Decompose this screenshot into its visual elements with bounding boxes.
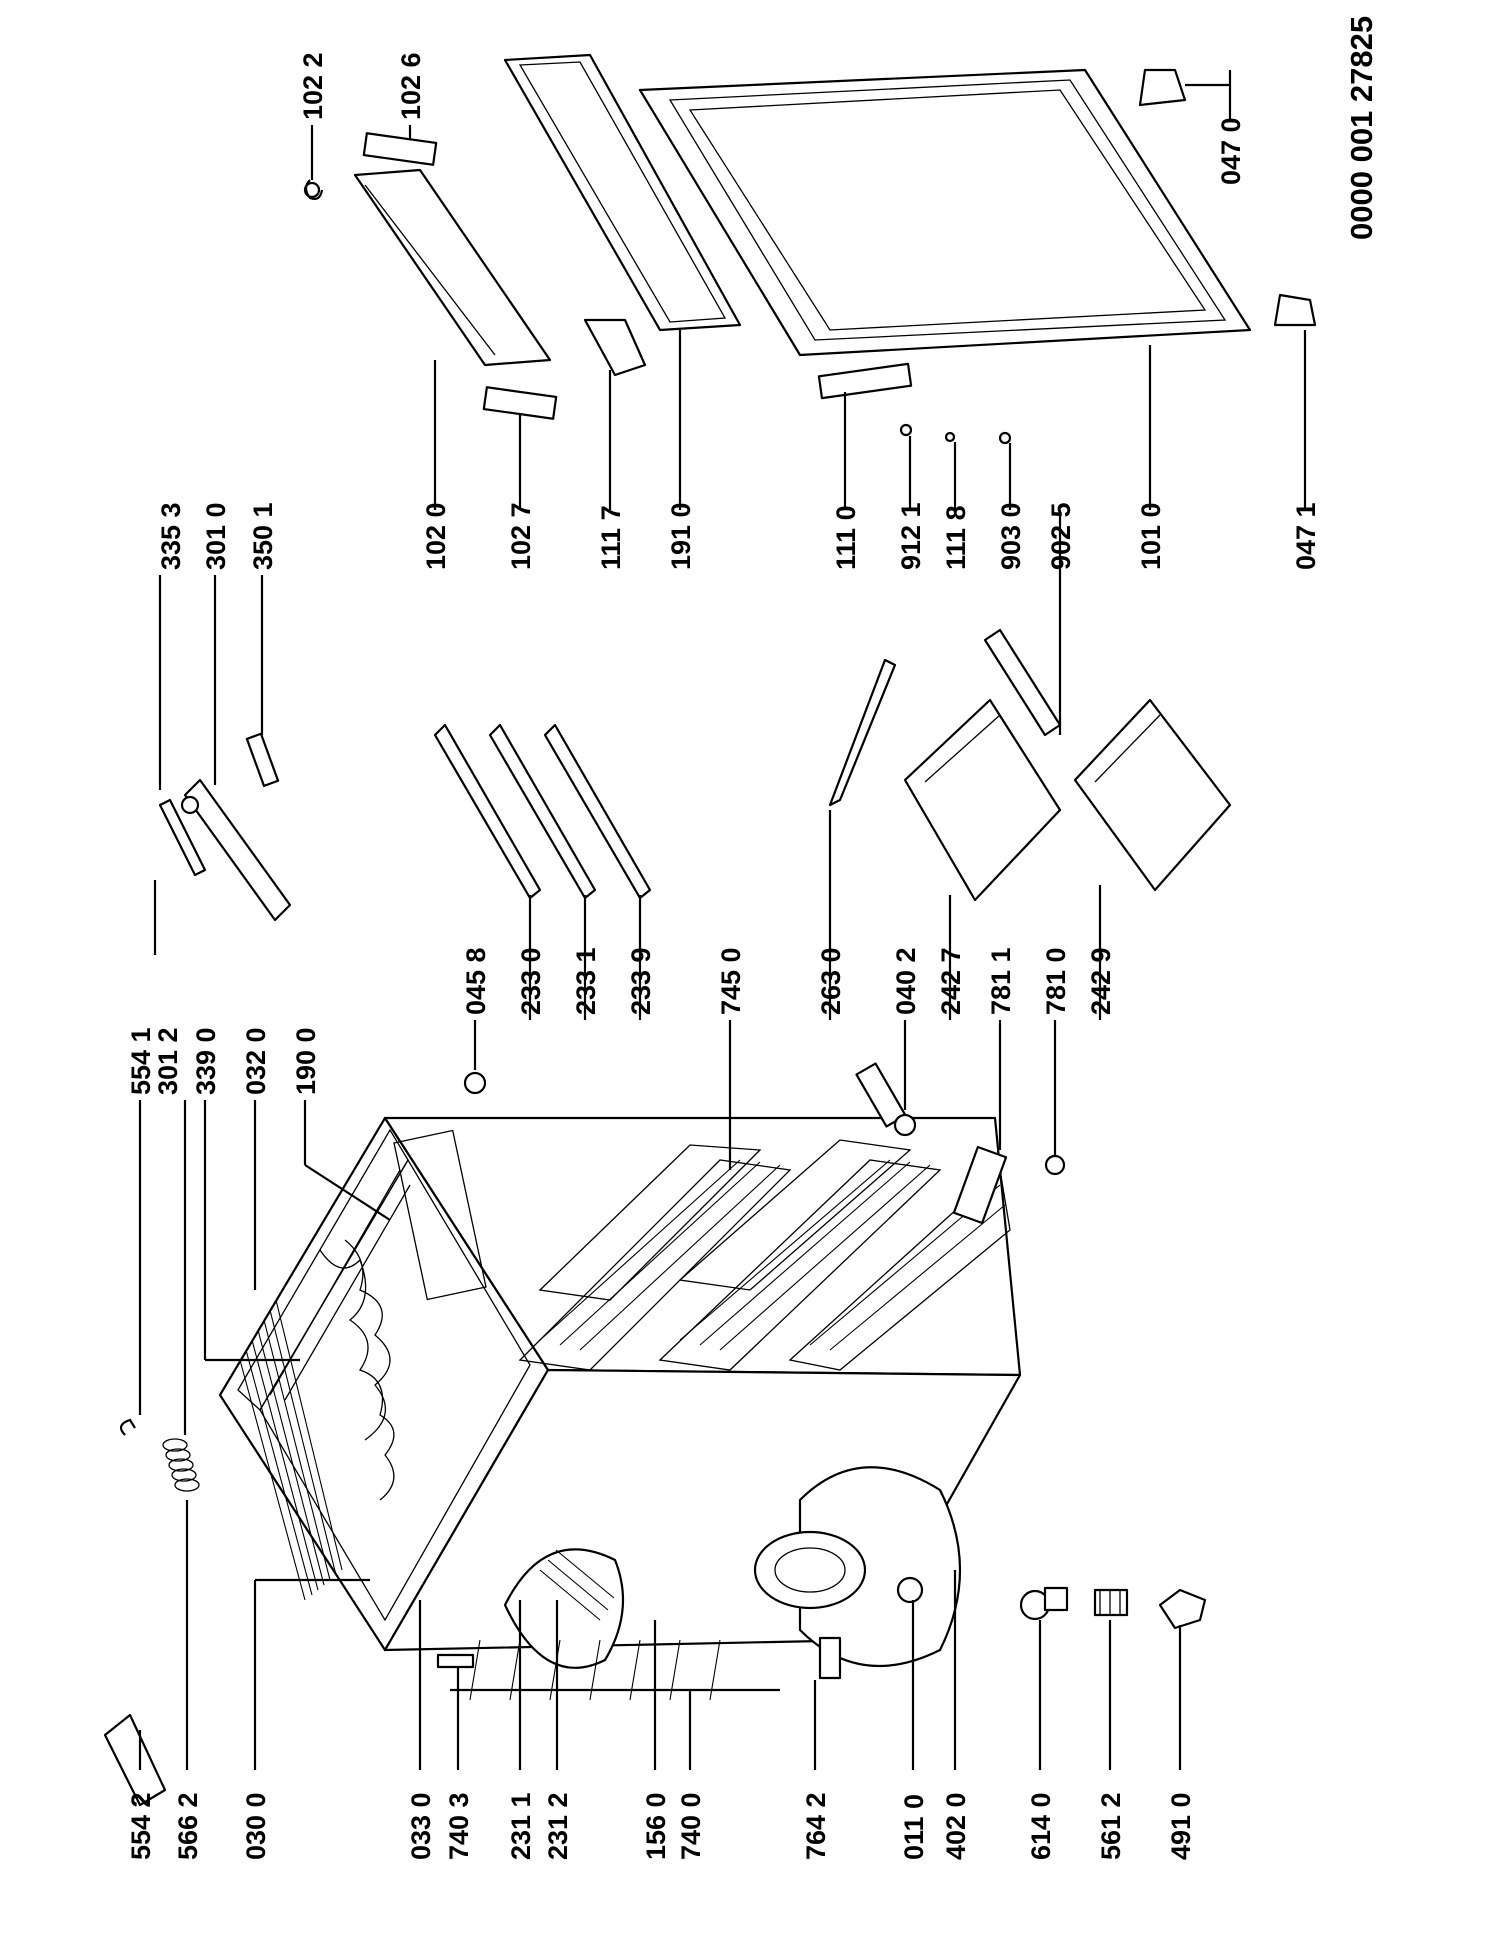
label-156-0: 156 0 bbox=[641, 1792, 671, 1860]
label-233-9: 233 9 bbox=[626, 947, 656, 1015]
label-554-1: 554 1 bbox=[126, 1027, 156, 1095]
label-764-2: 764 2 bbox=[801, 1792, 831, 1860]
top-grille-hatch bbox=[239, 1299, 343, 1601]
label-554-2: 554 2 bbox=[126, 1792, 156, 1860]
label-301-2: 301 2 bbox=[153, 1027, 183, 1095]
part-labels: 554 2 566 2 030 0 033 0 740 3 231 1 231 … bbox=[126, 16, 1379, 1860]
label-102-6: 102 6 bbox=[396, 52, 426, 120]
label-781-0: 781 0 bbox=[1041, 947, 1071, 1015]
spring-566 bbox=[162, 1438, 200, 1492]
label-190-0: 190 0 bbox=[291, 1027, 321, 1095]
label-191-0: 191 0 bbox=[666, 502, 696, 570]
label-011-0: 011 0 bbox=[899, 1794, 929, 1860]
document-number: 0000 001 27825 bbox=[1344, 16, 1379, 240]
label-102-0: 102 0 bbox=[421, 502, 451, 570]
label-047-0: 047 0 bbox=[1216, 117, 1246, 185]
leader-lines bbox=[138, 70, 1307, 1770]
middle-parts bbox=[158, 628, 1232, 1225]
label-040-2: 040 2 bbox=[891, 947, 921, 1015]
label-033-0: 033 0 bbox=[406, 1792, 436, 1860]
label-045-8: 045 8 bbox=[461, 947, 491, 1015]
label-902-5: 902 5 bbox=[1046, 502, 1076, 570]
label-233-1: 233 1 bbox=[571, 947, 601, 1015]
label-402-0: 402 0 bbox=[941, 1792, 971, 1860]
label-030-0: 030 0 bbox=[241, 1792, 271, 1860]
label-339-0: 339 0 bbox=[191, 1027, 221, 1095]
label-242-9: 242 9 bbox=[1086, 947, 1116, 1015]
label-781-1: 781 1 bbox=[986, 947, 1016, 1015]
label-102-7: 102 7 bbox=[506, 502, 536, 570]
label-047-1: 047 1 bbox=[1291, 502, 1321, 570]
label-614-0: 614 0 bbox=[1026, 1792, 1056, 1860]
label-350-1: 350 1 bbox=[248, 502, 278, 570]
label-561-2: 561 2 bbox=[1096, 1792, 1126, 1860]
small-parts bbox=[103, 179, 1207, 1807]
label-102-2: 102 2 bbox=[298, 52, 328, 120]
front-hatch bbox=[469, 1639, 721, 1701]
label-566-2: 566 2 bbox=[173, 1792, 203, 1860]
door-drawing bbox=[303, 53, 1317, 445]
label-263-0: 263 0 bbox=[816, 947, 846, 1015]
label-231-2: 231 2 bbox=[543, 1792, 573, 1860]
label-231-1: 231 1 bbox=[506, 1792, 536, 1860]
cabinet-drawing bbox=[218, 1116, 1022, 1701]
label-111-0: 111 0 bbox=[831, 505, 861, 570]
label-335-3: 335 3 bbox=[156, 502, 186, 570]
label-233-0: 233 0 bbox=[516, 947, 546, 1015]
label-111-7: 111 7 bbox=[596, 505, 626, 570]
label-242-7: 242 7 bbox=[936, 947, 966, 1015]
label-111-8: 111 8 bbox=[941, 505, 971, 570]
label-301-0: 301 0 bbox=[201, 502, 231, 570]
label-740-3: 740 3 bbox=[444, 1792, 474, 1860]
label-903-0: 903 0 bbox=[996, 502, 1026, 570]
label-032-0: 032 0 bbox=[241, 1027, 271, 1095]
label-101-0: 101 0 bbox=[1136, 502, 1166, 570]
label-740-0: 740 0 bbox=[676, 1792, 706, 1860]
label-491-0: 491 0 bbox=[1166, 1792, 1196, 1860]
label-912-1: 912 1 bbox=[896, 502, 926, 570]
label-745-0: 745 0 bbox=[716, 947, 746, 1015]
